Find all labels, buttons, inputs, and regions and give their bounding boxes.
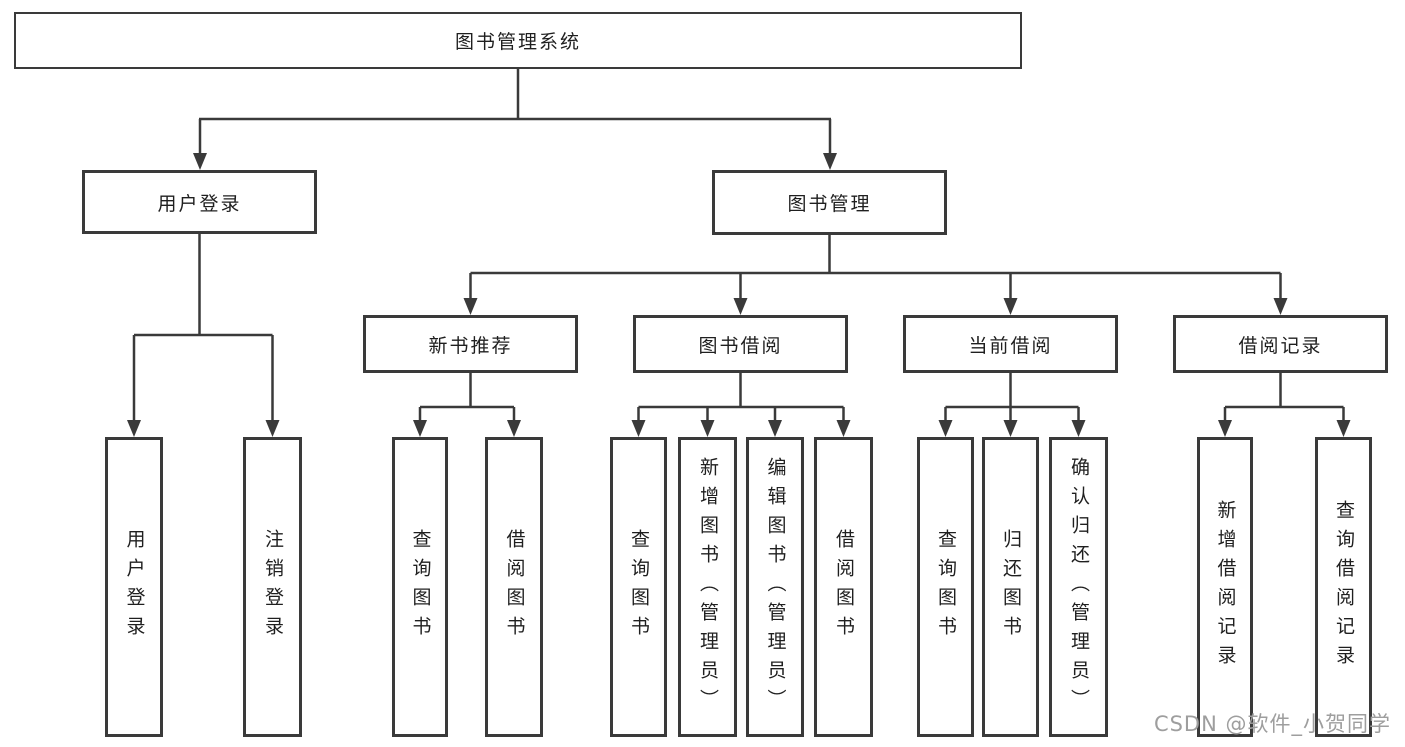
arrowhead-icons bbox=[127, 153, 1351, 437]
leaf-search-books-recommend: 查询图书 bbox=[392, 437, 448, 737]
connector-current-borrow bbox=[944, 373, 1080, 423]
leaf-edit-books-admin: 编辑图书（管理员） bbox=[746, 437, 804, 737]
leaf-label: 查询图书 bbox=[409, 529, 432, 645]
leaf-label: 查询借阅记录 bbox=[1333, 500, 1355, 674]
node-current-borrow: 当前借阅 bbox=[903, 315, 1118, 373]
node-borrow-records: 借阅记录 bbox=[1173, 315, 1388, 373]
leaf-add-books-admin: 新增图书（管理员） bbox=[678, 437, 737, 737]
node-book-borrow: 图书借阅 bbox=[633, 315, 848, 373]
leaf-add-borrow-record: 新增借阅记录 bbox=[1197, 437, 1253, 737]
node-new-book-recommend: 新书推荐 bbox=[363, 315, 578, 373]
connector-book-borrow bbox=[637, 373, 845, 423]
node-root-system: 图书管理系统 bbox=[14, 12, 1022, 69]
leaf-label: 用户登录 bbox=[123, 529, 146, 645]
connector-new-book-recommend bbox=[418, 373, 516, 423]
node-label: 当前借阅 bbox=[968, 334, 1053, 357]
node-label: 用户登录 bbox=[157, 192, 242, 215]
leaf-search-books-borrow: 查询图书 bbox=[610, 437, 667, 737]
leaf-label: 借阅图书 bbox=[503, 529, 526, 645]
leaf-label: 新增图书（管理员） bbox=[697, 456, 719, 718]
leaf-label: 查询图书 bbox=[628, 529, 650, 645]
leaf-borrow-books-recommend: 借阅图书 bbox=[485, 437, 543, 737]
node-user-login: 用户登录 bbox=[82, 170, 317, 234]
node-label: 新书推荐 bbox=[428, 334, 513, 357]
csdn-watermark: CSDN @软件_小贺同学 bbox=[1153, 712, 1391, 736]
leaf-label: 查询图书 bbox=[935, 529, 957, 645]
leaf-borrow-books: 借阅图书 bbox=[814, 437, 873, 737]
node-label: 图书管理 bbox=[787, 193, 872, 215]
leaf-label: 确认归还（管理员） bbox=[1068, 456, 1090, 718]
connector-book-management bbox=[469, 235, 1282, 301]
leaf-search-books-current: 查询图书 bbox=[917, 437, 974, 737]
leaf-return-books: 归还图书 bbox=[982, 437, 1039, 737]
node-book-management: 图书管理 bbox=[712, 170, 947, 235]
leaf-label: 借阅图书 bbox=[833, 529, 855, 645]
leaf-label: 新增借阅记录 bbox=[1214, 500, 1237, 674]
leaf-confirm-return-admin: 确认归还（管理员） bbox=[1049, 437, 1108, 737]
connector-root bbox=[198, 69, 832, 156]
leaf-user-login: 用户登录 bbox=[105, 437, 163, 737]
node-label: 图书借阅 bbox=[698, 334, 783, 357]
leaf-label: 编辑图书（管理员） bbox=[764, 456, 787, 718]
leaf-logout: 注销登录 bbox=[243, 437, 302, 737]
leaf-label: 注销登录 bbox=[262, 529, 284, 645]
node-label: 图书管理系统 bbox=[454, 31, 581, 53]
node-label: 借阅记录 bbox=[1238, 334, 1323, 357]
connector-borrow-records bbox=[1223, 373, 1345, 423]
leaf-label: 归还图书 bbox=[1000, 529, 1022, 645]
connector-user-login bbox=[132, 233, 274, 423]
leaf-search-borrow-record: 查询借阅记录 bbox=[1315, 437, 1372, 737]
